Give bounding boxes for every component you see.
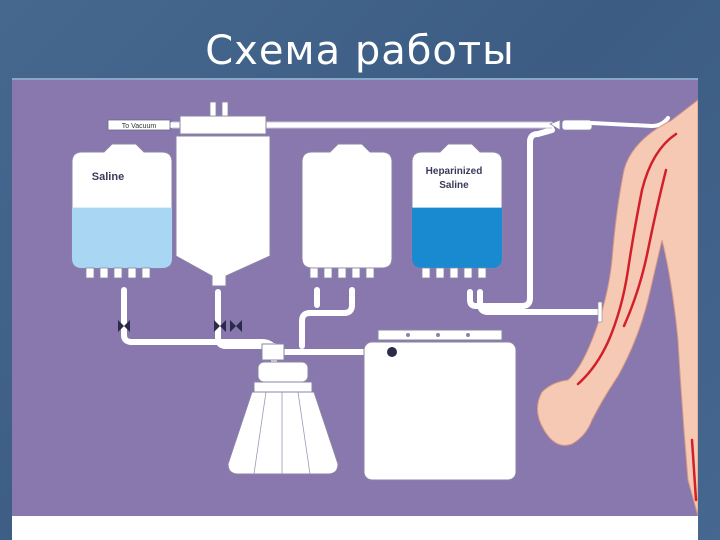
patient-arm [537, 99, 698, 516]
vacuum-label: To Vacuum [122, 123, 157, 130]
vacuum-label-tag: To Vacuum [107, 119, 171, 131]
slide-title: Схема работы [205, 28, 515, 74]
heparin-fluid [412, 207, 502, 268]
saline-label: Saline [92, 171, 124, 183]
title-rule [12, 78, 698, 80]
cell-saver-machine [363, 329, 517, 481]
heparinized-saline-bag: Heparinized Saline [411, 143, 503, 279]
collection-reservoir [175, 101, 271, 287]
waste-bag [301, 143, 393, 279]
saline-bag: Saline [71, 143, 173, 279]
centrifuge-bowl [227, 343, 339, 475]
heparinized-label-line1: Heparinized [426, 166, 483, 177]
suction-wand [549, 116, 670, 131]
bottom-strip [12, 516, 698, 540]
tube-clamps [118, 320, 242, 332]
heparinized-label-line2: Saline [439, 180, 469, 191]
saline-fluid [72, 207, 172, 268]
cell-saver-diagram: To Vacuum Saline [12, 80, 698, 516]
